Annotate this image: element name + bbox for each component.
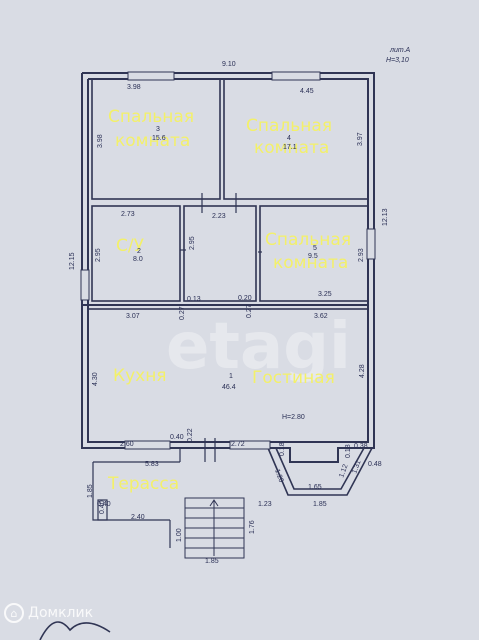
dim-b123: 1.23 xyxy=(258,501,272,508)
room-bedroom-3: Спальная комната 3 15.6 xyxy=(108,107,194,151)
room-area: 9.5 xyxy=(308,253,318,260)
dim-b185a: 1.85 xyxy=(313,501,327,508)
terrace-dim-185b: 1.85 xyxy=(205,558,219,565)
stairs xyxy=(184,497,245,559)
dim-020: 0.20 xyxy=(238,295,252,302)
dim-r3-w: 3.98 xyxy=(127,84,141,91)
dim-k-h: 4.30 xyxy=(92,372,99,386)
dim-b165: 1.65 xyxy=(308,484,322,491)
room-name: Гостиная xyxy=(252,368,335,388)
brand-logo: ⌂ Домклик xyxy=(4,600,93,626)
dim-r4-w: 4.45 xyxy=(300,88,314,95)
brand-name: Домклик xyxy=(28,605,94,621)
dim-b112: 1.12 xyxy=(338,463,349,478)
room-number: 4 xyxy=(287,135,291,142)
room-name-line1: Спальная xyxy=(265,230,351,250)
terrace-dim-040a: 0.40 xyxy=(97,501,111,508)
windows xyxy=(80,71,376,450)
room-living: Гостиная 1 46.4 xyxy=(222,368,335,391)
room-bathroom: С/У 2 8.0 xyxy=(116,236,145,263)
room-name: Терасса xyxy=(107,474,179,494)
terrace-outline xyxy=(92,461,180,548)
room-name: Кухня xyxy=(113,366,167,386)
dim-b048: 0.48 xyxy=(368,461,382,468)
dim-b018a: 0.18 xyxy=(279,442,286,456)
dim-027a: 0.27 xyxy=(179,306,186,320)
room-name-line2: комната xyxy=(273,253,348,273)
room-area: 8.0 xyxy=(133,256,143,263)
dim-su-h: 2.95 xyxy=(95,248,102,262)
dim-b120: 1.20 xyxy=(273,468,284,483)
dim-r3-h: 3.98 xyxy=(97,134,104,148)
dim-b022: 0.22 xyxy=(187,428,194,442)
dim-b260: 2.60 xyxy=(120,441,134,448)
room-terrace: Терасса xyxy=(107,474,179,494)
terrace-dim-040b: 0.40 xyxy=(99,500,106,514)
room-area: 46.4 xyxy=(222,384,236,391)
dim-b040: 0.40 xyxy=(170,434,184,441)
height-label: H=3,10 xyxy=(386,57,409,64)
handwritten-scribble xyxy=(39,621,111,640)
dim-013: 0.13 xyxy=(187,296,201,303)
terrace-dim-185: 1.85 xyxy=(87,484,94,498)
dim-b018b: 0.18 xyxy=(345,444,352,458)
dim-b272: 2.72 xyxy=(231,441,245,448)
dim-right: 12.13 xyxy=(382,208,389,226)
dim-k-w: 3.07 xyxy=(126,313,140,320)
room-number: 5 xyxy=(313,245,317,252)
room-area: 17.1 xyxy=(283,144,297,151)
dim-b583: 5.83 xyxy=(145,461,159,468)
room-kitchen: Кухня xyxy=(113,366,167,386)
room-number: 1 xyxy=(229,373,233,380)
dim-l-h: 4.28 xyxy=(359,364,366,378)
room-name-line2: комната xyxy=(254,138,329,158)
dim-b131: 1.31 xyxy=(351,459,362,474)
room-number: 2 xyxy=(137,248,141,255)
terrace-dim-240: 2.40 xyxy=(131,514,145,521)
dim-b038: 0.38 xyxy=(354,443,368,450)
room-bedroom-4: Спальная комната 4 17.1 xyxy=(246,116,332,158)
dim-l-w: 3.62 xyxy=(314,313,328,320)
room-name-line1: Спальная xyxy=(246,116,332,136)
room-bedroom-5: Спальная комната 5 9.5 xyxy=(265,230,351,273)
room-name: С/У xyxy=(116,236,145,256)
dim-corr-h: 2.95 xyxy=(189,236,196,250)
watermark: etagi xyxy=(166,310,351,384)
bay-window xyxy=(267,447,373,496)
terrace-dim-100: 1.00 xyxy=(176,528,183,542)
ceiling-height: H=2.80 xyxy=(282,414,305,421)
room-name-line2: комната xyxy=(115,131,190,151)
dim-027b: 0.27 xyxy=(246,304,253,318)
dim-corr-w: 2.23 xyxy=(212,213,226,220)
dim-r5-w: 3.25 xyxy=(318,291,332,298)
dim-su-w: 2.73 xyxy=(121,211,135,218)
room-name-line1: Спальная xyxy=(108,107,194,127)
room-area: 15.6 xyxy=(152,135,166,142)
terrace-dim-176: 1.76 xyxy=(249,520,256,534)
door-marks xyxy=(179,193,262,462)
dim-left: 12.15 xyxy=(69,252,76,270)
lit-label: лит.А xyxy=(389,47,411,54)
room-number: 3 xyxy=(156,126,160,133)
dim-r4-h: 3.97 xyxy=(357,132,364,146)
house-icon: ⌂ xyxy=(4,603,24,623)
dim-r5-h: 2.93 xyxy=(358,248,365,262)
dim-top: 9.10 xyxy=(222,61,236,68)
